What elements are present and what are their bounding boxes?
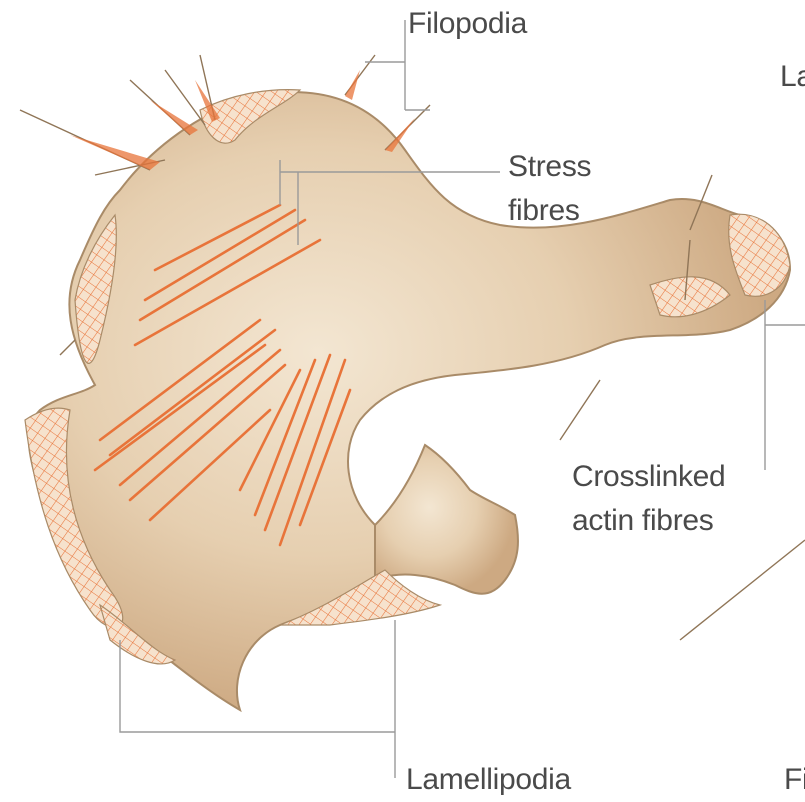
label-lamellipodia: Lamellipodia [406, 758, 571, 802]
cell-body [29, 92, 790, 710]
cell-protrusion-right [375, 445, 518, 594]
label-crosslinked-actin-fibres: Crosslinked actin fibres [572, 455, 725, 542]
label-cut-bottom-right: Fi [784, 758, 805, 802]
label-stress-fibres: Stress fibres [508, 145, 591, 232]
label-filopodia: Filopodia [408, 2, 527, 46]
label-cut-top-right: La [780, 55, 805, 99]
